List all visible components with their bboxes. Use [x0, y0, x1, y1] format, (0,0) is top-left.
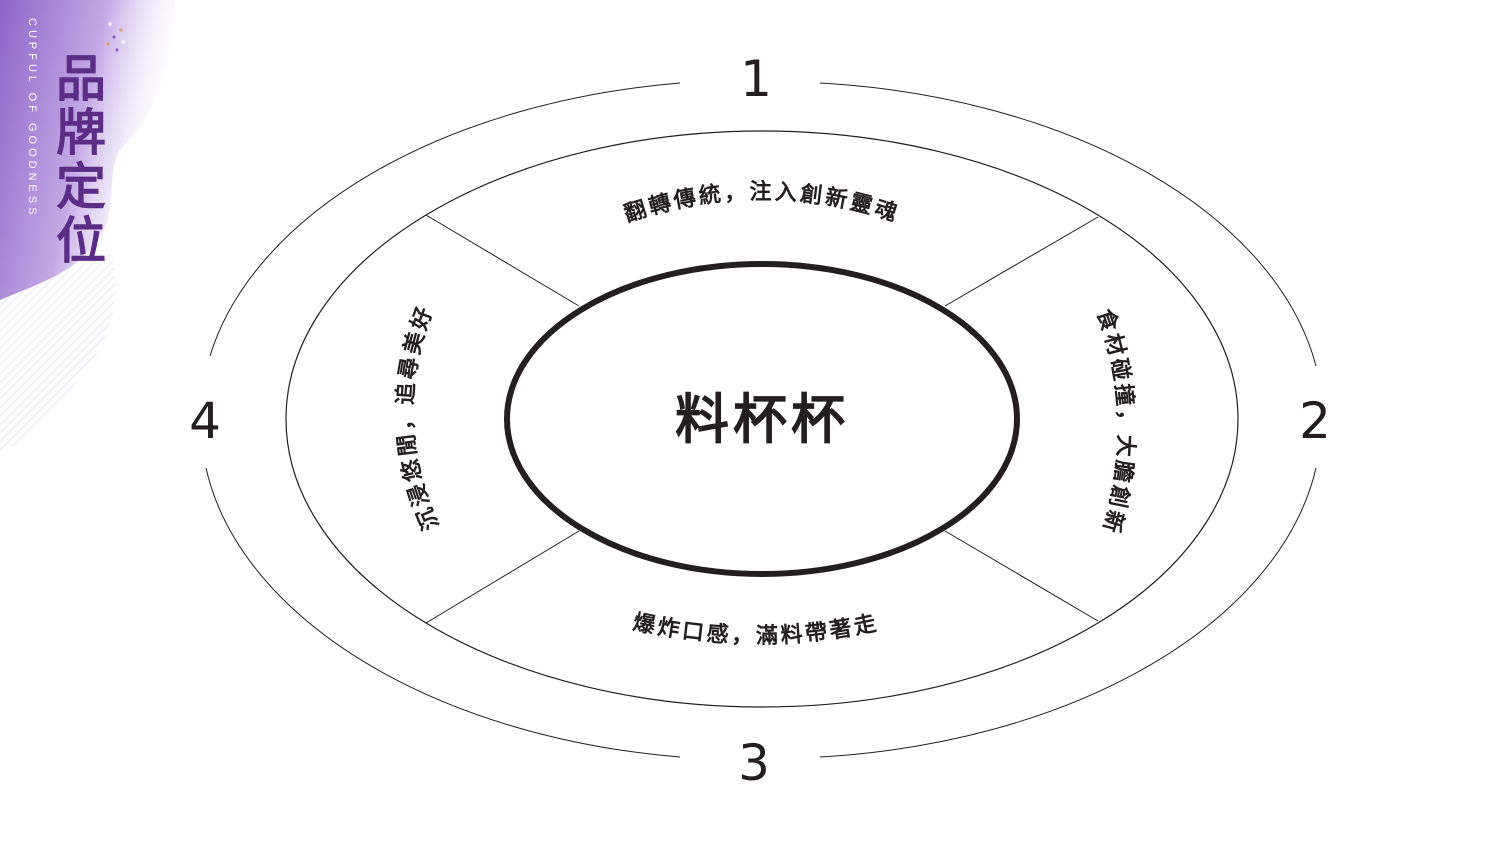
title-char: 位 [56, 212, 106, 270]
title-char: 定 [56, 158, 106, 216]
number-3-label: 3 [738, 734, 770, 792]
number-4-label: 4 [189, 392, 221, 450]
divider-top-right [944, 216, 1099, 307]
title-char: 牌 [56, 104, 106, 162]
segment-4-label: 沉浸悠閒，追尋美好 [392, 301, 444, 533]
middle-ring [285, 130, 1239, 708]
divider-bottom-left [425, 530, 580, 624]
brand-tagline: CUPFUL OF GOODNESS [26, 18, 38, 219]
outer-arc-bottom-right [819, 467, 1317, 758]
number-2-label: 2 [1299, 392, 1331, 450]
segment-3-label: 爆炸口感，滿料帶著走 [631, 610, 881, 649]
corner-decoration [0, 0, 175, 455]
outer-arc-top-left [209, 82, 681, 357]
page-title: 品 牌 定 位 [52, 52, 110, 268]
center-label: 料杯杯 [675, 388, 849, 451]
outer-arc-top-right [819, 82, 1317, 367]
outer-arc-bottom-left [205, 467, 681, 758]
segment-1-label: 翻轉傳統，注入創新靈魂 [621, 179, 903, 227]
divider-bottom-right [944, 530, 1099, 622]
segment-2-label: 食材碰撞，大膽創新 [1091, 306, 1138, 539]
number-1-label: 1 [740, 50, 772, 108]
title-char: 品 [56, 50, 106, 108]
center-ring [504, 261, 1020, 577]
divider-top-left [425, 214, 580, 307]
